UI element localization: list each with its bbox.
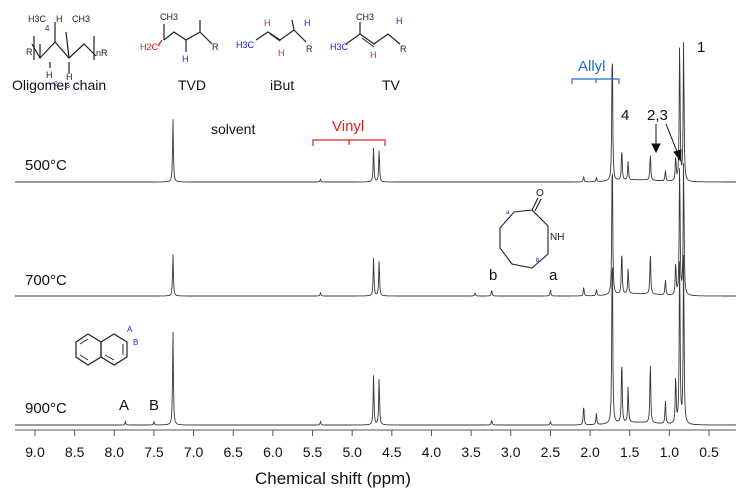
- svg-text:b: b: [536, 258, 540, 264]
- svg-text:B: B: [133, 338, 138, 347]
- svg-text:a: a: [506, 210, 510, 216]
- svg-text:H3C: H3C: [28, 14, 47, 24]
- svg-text:CH3: CH3: [160, 12, 178, 22]
- vinyl-label: Vinyl: [332, 118, 364, 135]
- structure-oligomer-chain: H3C CH3 H 4 R nR H H 2 3 Oligomer chain: [12, 14, 108, 93]
- solvent-label: solvent: [211, 121, 255, 137]
- svg-text:4: 4: [45, 24, 50, 33]
- svg-text:H3C: H3C: [330, 42, 349, 52]
- svg-text:H: H: [304, 18, 311, 28]
- x-axis-title: Chemical shift (ppm): [255, 469, 411, 488]
- structure-naphthalene: A B: [75, 325, 138, 366]
- x-tick-label: 4.0: [422, 444, 442, 460]
- peak-23-label: 2,3: [647, 107, 668, 124]
- x-tick-label: 0.5: [699, 444, 719, 460]
- svg-text:H: H: [182, 54, 189, 64]
- x-tick-label: 3.5: [461, 444, 481, 460]
- svg-text:O: O: [536, 188, 544, 199]
- peak-A-label: A: [119, 397, 129, 414]
- svg-text:H: H: [46, 70, 53, 80]
- peak-23-arrows: [651, 123, 682, 162]
- x-tick-label: 3.0: [501, 444, 521, 460]
- x-tick-label: 4.5: [382, 444, 402, 460]
- allyl-bracket: [571, 78, 620, 84]
- svg-text:A: A: [127, 325, 133, 334]
- x-tick-label: 2.5: [541, 444, 561, 460]
- svg-text:nR: nR: [96, 48, 108, 58]
- allyl-label: Allyl: [578, 58, 606, 75]
- vinyl-bracket: [312, 139, 386, 146]
- svg-text:CH3: CH3: [72, 14, 90, 24]
- svg-text:H: H: [370, 50, 377, 60]
- structure-ibut: H H3C H H R iBut: [236, 18, 313, 93]
- x-tick-label: 9.0: [25, 444, 45, 460]
- x-tick-label: 5.5: [303, 444, 323, 460]
- svg-text:R: R: [306, 44, 313, 54]
- spectrum-line-0: [15, 42, 736, 183]
- x-tick-label: 6.0: [263, 444, 283, 460]
- svg-text:TVD: TVD: [178, 77, 206, 93]
- svg-text:R: R: [400, 44, 407, 54]
- svg-text:H2C: H2C: [140, 42, 159, 52]
- peak-1-label: 1: [697, 39, 705, 56]
- x-tick-label: 7.0: [184, 444, 204, 460]
- svg-text:TV: TV: [382, 77, 401, 93]
- x-tick-label: 1.5: [620, 444, 640, 460]
- svg-text:NH: NH: [550, 232, 564, 243]
- svg-text:iBut: iBut: [270, 77, 294, 93]
- x-tick-label: 8.5: [65, 444, 85, 460]
- structure-tv: CH3 H3C H H R TV: [330, 12, 407, 93]
- peak-a-label: a: [549, 267, 558, 284]
- svg-text:CH3: CH3: [356, 12, 374, 22]
- svg-text:H: H: [264, 18, 271, 28]
- x-tick-label: 5.0: [342, 444, 362, 460]
- x-tick-label: 6.5: [224, 444, 244, 460]
- svg-text:H: H: [66, 72, 73, 82]
- peak-b-label: b: [489, 267, 497, 284]
- peak-4-label: 4: [621, 107, 629, 124]
- x-tick-label: 8.0: [105, 444, 125, 460]
- spectra-group: [15, 42, 736, 426]
- series-label-700: 700°C: [25, 272, 67, 289]
- svg-text:R: R: [26, 47, 33, 57]
- x-ticks: 9.0 8.5 8.0 7.5 7.0 6.5 6.0 5.5 5.0 4.5 4.0 3.5 3.0 2…: [25, 430, 719, 460]
- svg-text:Oligomer chain: Oligomer chain: [12, 77, 106, 93]
- svg-text:R: R: [212, 42, 219, 52]
- svg-text:2: 2: [54, 81, 58, 88]
- svg-text:H: H: [396, 16, 403, 26]
- structure-caprolactam: O NH a b: [499, 188, 564, 269]
- series-label-900: 900°C: [25, 400, 67, 417]
- spectrum-line-1: [15, 163, 736, 297]
- structure-tvd: CH3 H2C H R TVD: [140, 12, 219, 93]
- svg-text:3: 3: [66, 83, 70, 90]
- spectrum-line-2: [15, 255, 736, 426]
- svg-text:H: H: [278, 48, 285, 58]
- peak-B-label: B: [149, 397, 159, 414]
- x-tick-label: 7.5: [144, 444, 164, 460]
- series-label-500: 500°C: [25, 157, 67, 174]
- x-tick-label: 2.0: [580, 444, 600, 460]
- svg-text:H3C: H3C: [236, 40, 255, 50]
- x-tick-label: 1.0: [660, 444, 680, 460]
- svg-text:H: H: [56, 14, 63, 24]
